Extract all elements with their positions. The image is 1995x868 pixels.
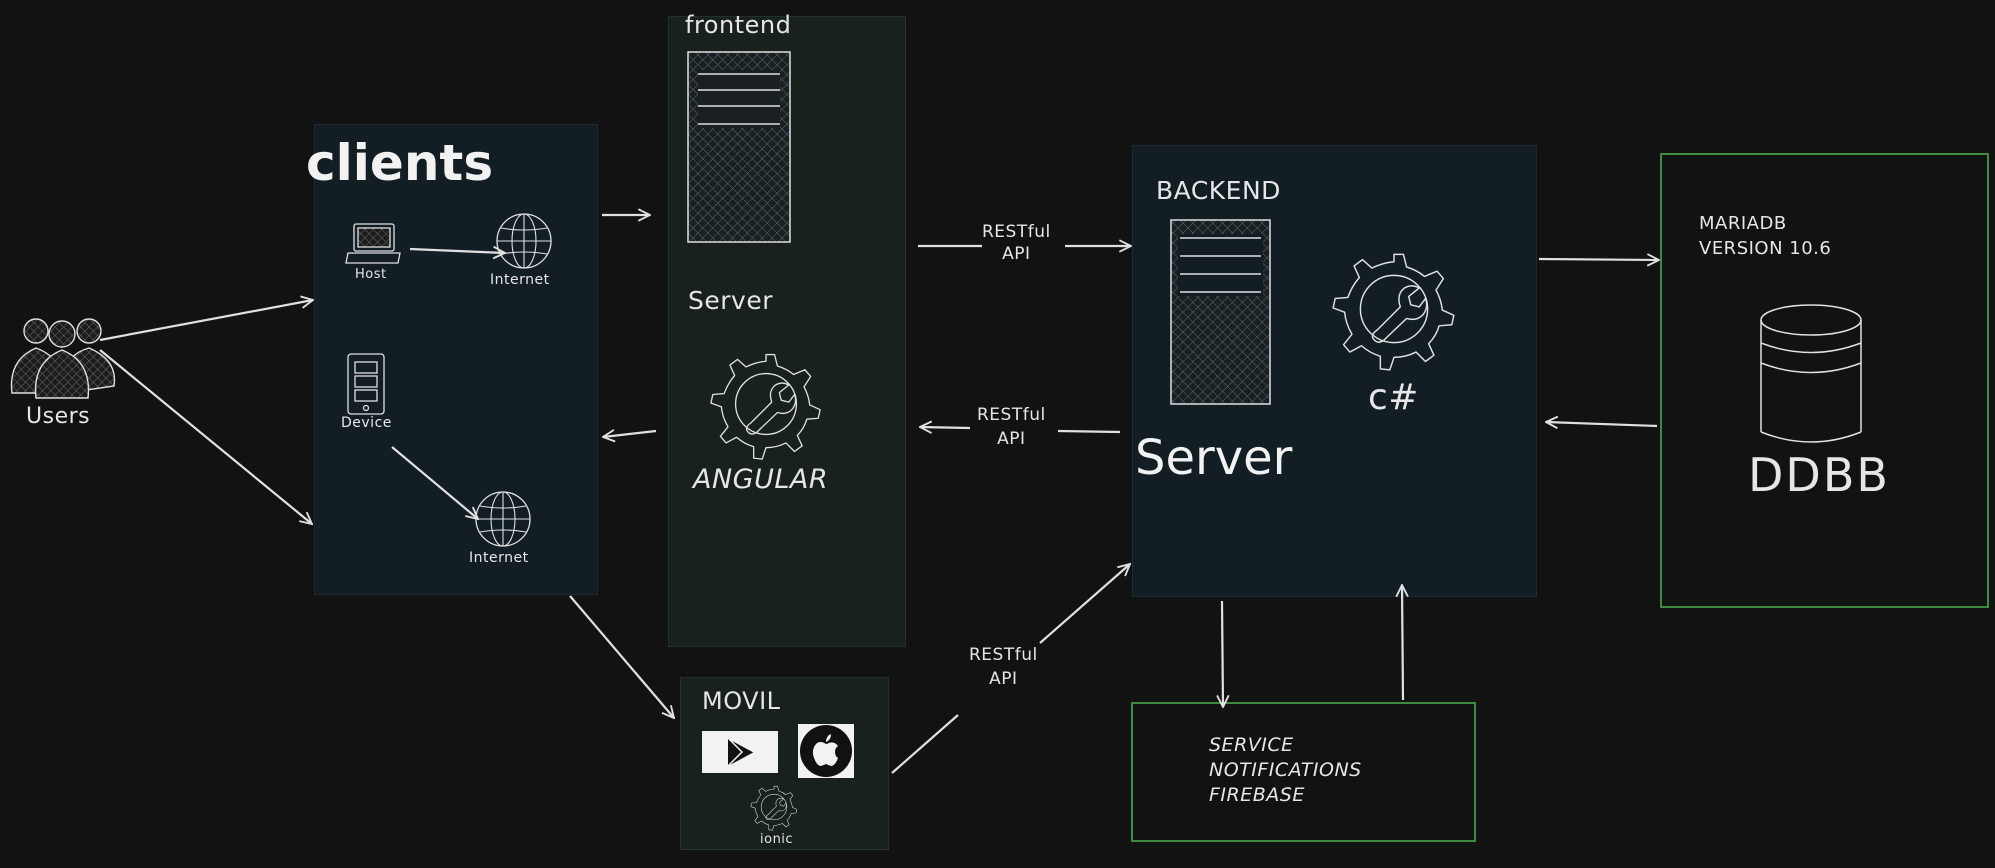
internet-globe-icon-1 <box>496 213 552 269</box>
angular-label: ANGULAR <box>693 464 829 495</box>
arrow-backend-to-service <box>1222 600 1223 707</box>
csharp-gear-icon <box>1332 253 1455 371</box>
database-cylinder-icon <box>1760 304 1862 443</box>
api-label-mid: RESTful API <box>977 405 1046 449</box>
ionic-gear-icon <box>750 785 798 831</box>
arrow-database-to-backend <box>1546 422 1658 426</box>
host-icon <box>345 223 401 264</box>
service-label: SERVICE NOTIFICATIONS FIREBASE <box>1209 734 1362 806</box>
device-icon <box>347 353 385 415</box>
connection-arrows <box>99 215 1659 774</box>
api-label-bottom: RESTful API <box>969 645 1038 689</box>
frontend-server-rack-icon <box>687 51 791 243</box>
apple-store-logo <box>798 724 854 778</box>
clients-title: clients <box>306 134 494 192</box>
users-label: Users <box>26 404 91 429</box>
apple-icon <box>800 725 852 777</box>
backend-server-rack-icon <box>1170 219 1271 405</box>
internet-label-1: Internet <box>490 272 550 288</box>
device-label: Device <box>341 415 392 431</box>
mobile-title: MOVIL <box>702 687 781 715</box>
arrow-mobile-to-backend-b <box>1039 564 1130 644</box>
service-container <box>1131 702 1476 842</box>
users-icon <box>10 318 116 399</box>
ddbb-label: DDBB <box>1748 448 1890 502</box>
arrow-backend-to-database <box>1538 259 1659 260</box>
frontend-title: frontend <box>685 11 792 39</box>
arrow-mobile-to-backend-a <box>891 714 959 774</box>
csharp-label: c# <box>1368 377 1419 418</box>
arrow-backend-to-frontend-a <box>1057 429 1121 434</box>
ionic-label: ionic <box>760 832 794 847</box>
internet-label-2: Internet <box>469 550 529 566</box>
arrow-users-to-clients-top <box>99 300 313 342</box>
play-store-logo <box>702 731 778 773</box>
arrow-users-to-clients-bottom <box>99 349 312 524</box>
arrow-host-to-internet <box>409 249 505 253</box>
host-label: Host <box>355 267 387 282</box>
database-container <box>1660 153 1989 608</box>
internet-globe-icon-2 <box>475 491 531 547</box>
clients-container <box>314 124 598 595</box>
arrow-clients-to-mobile <box>569 595 674 718</box>
api-label-top: RESTful API <box>982 222 1051 264</box>
angular-gear-icon <box>710 353 821 460</box>
database-info-label: MARIADB VERSION 10.6 <box>1699 213 1832 259</box>
arrow-frontend-to-clients <box>603 431 657 437</box>
frontend-server-label: Server <box>688 286 773 315</box>
play-triangle-icon <box>727 737 755 767</box>
arrow-device-to-internet <box>391 446 478 519</box>
backend-server-label: Server <box>1135 430 1293 486</box>
backend-title: BACKEND <box>1156 176 1281 205</box>
arrow-service-to-backend <box>1402 585 1403 701</box>
arrow-backend-to-frontend-b <box>920 427 971 428</box>
